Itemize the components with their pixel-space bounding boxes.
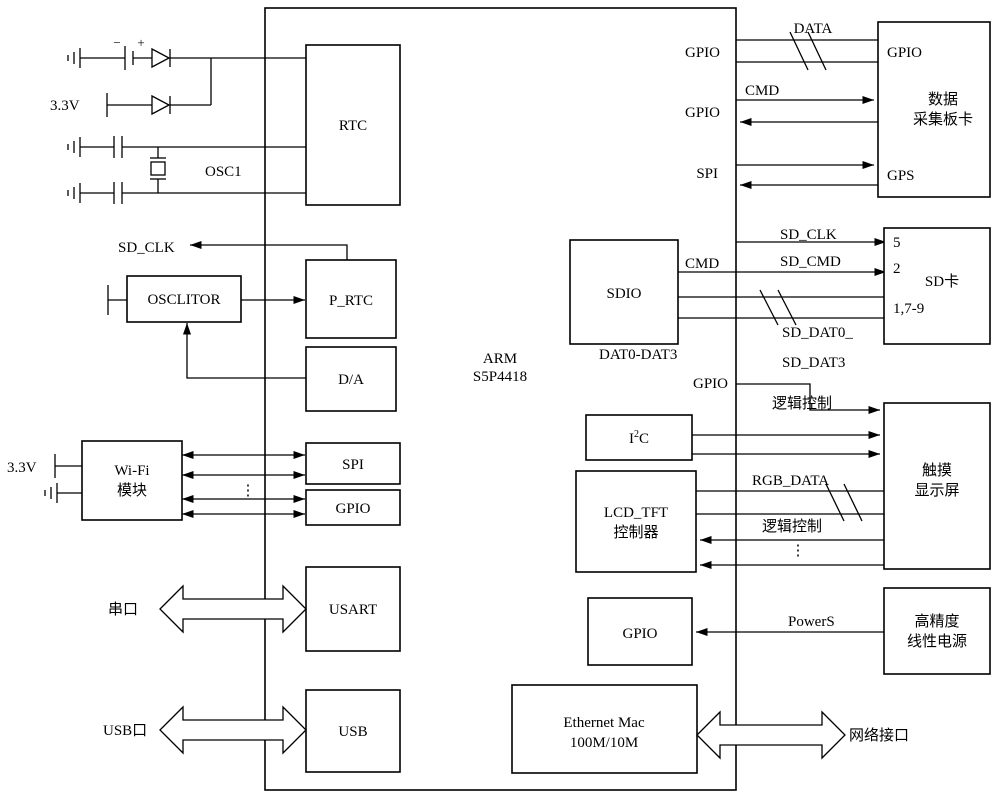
board-label-2: 采集板卡 [913, 110, 973, 128]
board-gpio-label: GPIO [887, 45, 922, 61]
sd-card-block [883, 227, 991, 345]
gpio-power-label: GPIO [622, 626, 657, 642]
arm-model: S5P4418 [473, 369, 527, 385]
eth-label-1: Ethernet Mac [563, 715, 645, 731]
wifi-ellipsis: ⋮ [241, 483, 256, 499]
powers-label: PowerS [788, 614, 835, 630]
gpio-data-label: GPIO [685, 45, 720, 61]
i2c-block [585, 414, 693, 461]
sd-clk-label: SD_CLK [780, 227, 837, 243]
gpio-left-block [305, 489, 401, 526]
data-acquisition-board-block [877, 21, 991, 198]
rtc-label: RTC [339, 118, 367, 134]
wifi-label-1: Wi-Fi [114, 463, 149, 479]
sd-dat3-label: SD_DAT3 [782, 355, 845, 371]
psu-label-2: 线性电源 [907, 633, 967, 650]
ground-icon [67, 183, 81, 203]
data-bus-label: DATA [794, 21, 833, 37]
eth-label-2: 100M/10M [570, 735, 638, 751]
logic-control-2-label: 逻辑控制 [762, 518, 822, 535]
i2c-label-sup: 2 [634, 429, 639, 440]
crystal-icon [150, 147, 166, 193]
touch-display-block [883, 402, 991, 570]
ground-icon [67, 137, 81, 157]
diode-icon [151, 47, 171, 69]
dat-range-label: DAT0-DAT3 [599, 347, 677, 363]
usb-block [305, 689, 401, 773]
capacitor-icon [113, 182, 123, 204]
i2c-label-i: I [629, 431, 634, 447]
da-feedback-line [182, 323, 306, 379]
rtc-block [305, 44, 401, 206]
usb-port-label: USB口 [103, 723, 147, 739]
battery-plus-label: + [137, 35, 144, 50]
lcd-label-2: 控制器 [613, 524, 658, 541]
spi-left-block [305, 442, 401, 485]
sd-dat0-label: SD_DAT0_ [782, 325, 853, 341]
ground-icon [67, 48, 81, 68]
sd-clk-out-label: SD_CLK [118, 240, 175, 256]
osc1-label: OSC1 [205, 164, 242, 180]
spi-right-label: SPI [696, 166, 718, 182]
rtc-supply-label: 3.3V [50, 98, 80, 114]
crystal-circuit: OSC1 [67, 136, 306, 204]
touch-label-2: 显示屏 [914, 483, 959, 499]
ground-icon [44, 483, 58, 503]
spi-left-label: SPI [342, 457, 364, 473]
sd-card-label: SD卡 [925, 273, 959, 290]
network-port-label: 网络接口 [849, 727, 909, 744]
arm-label: ARM [483, 351, 517, 367]
wifi-supply-label: 3.3V [7, 460, 37, 476]
rgb-data-label: RGB_DATA [752, 473, 829, 489]
serial-port-label: 串口 [108, 601, 138, 618]
i2c-label: I2C [629, 429, 649, 447]
sd-cmd-label: SD_CMD [780, 254, 841, 270]
sdio-label: SDIO [606, 286, 641, 302]
lcd-tft-block [575, 470, 697, 573]
ethernet-mac-block [511, 684, 698, 774]
usb-label: USB [338, 724, 367, 740]
linear-psu-block [883, 587, 991, 675]
gpio-left-label: GPIO [335, 501, 370, 517]
gpio-logic-label: GPIO [693, 376, 728, 392]
wifi-power: 3.3V [7, 454, 82, 503]
pins-1-7-9-label: 1,7-9 [893, 301, 924, 317]
board-gps-label: GPS [887, 168, 915, 184]
sdio-block [569, 239, 679, 345]
logic-control-1-label: 逻辑控制 [772, 395, 832, 412]
usart-label: USART [329, 602, 377, 618]
i2c-label-c: C [639, 431, 649, 447]
rtc-power-circuit: − + 3.3V [50, 35, 306, 117]
wifi-label-2: 模块 [117, 482, 147, 499]
pin-5-label: 5 [893, 235, 901, 251]
psu-label-1: 高精度 [914, 613, 959, 630]
sd-clk-line [190, 240, 348, 260]
pin-2-label: 2 [893, 261, 901, 277]
lcd-ellipsis: ⋮ [791, 543, 806, 559]
lcd-label-1: LCD_TFT [604, 505, 668, 521]
touch-label-1: 触摸 [922, 462, 952, 479]
p-rtc-block [305, 259, 397, 339]
diode-icon [151, 94, 171, 116]
cmd-label: CMD [745, 83, 779, 99]
usart-block [305, 566, 401, 652]
capacitor-icon [113, 136, 123, 158]
gpio-cmd-label: GPIO [685, 105, 720, 121]
wifi-module-block [81, 440, 183, 521]
board-label-1: 数据 [928, 91, 958, 108]
osclitor-block [126, 275, 242, 323]
sdio-cmd-label: CMD [685, 256, 719, 272]
usb-bus-arrow [159, 705, 307, 755]
serial-bus-arrow [159, 584, 307, 634]
battery-minus-label: − [113, 35, 120, 50]
da-block [305, 346, 397, 412]
network-bus-arrow [696, 710, 846, 760]
osclitor-label: OSCLITOR [147, 292, 220, 308]
battery-icon [124, 46, 134, 70]
p-rtc-label: P_RTC [329, 293, 373, 309]
gpio-power-block [587, 597, 693, 666]
da-label: D/A [338, 372, 364, 388]
